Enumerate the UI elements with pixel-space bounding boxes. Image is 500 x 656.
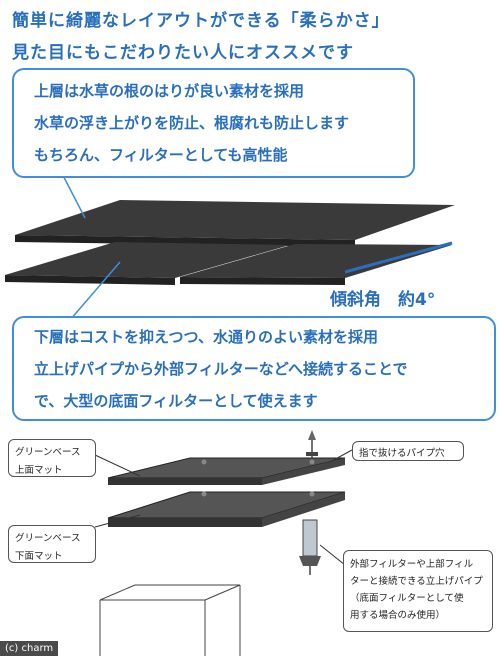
lower-mat-right-edge (180, 277, 345, 285)
slope-indicator (344, 241, 453, 274)
upper-callout-line-1: 上層は水草の根のはりが良い素材を採用 (34, 82, 305, 100)
lower-callout: 下層はコストを抑えつつ、水通りのよい素材を採用 立上げパイプから外部フィルターな… (12, 316, 496, 421)
lower-callout-pointer (69, 261, 121, 321)
label-lower-mat-line-2: 下面マット (15, 551, 63, 562)
label-riser-pipe: 外部フィルターや上部フィル ターと接続できる立上げパイプ （底面フィルターとして… (343, 550, 493, 632)
lower-callout-line-3: で、大型の底面フィルターとして使えます (34, 392, 318, 410)
headline-line-2: 見た目にもこだわりたい人にオススメです (12, 43, 354, 63)
upper-callout: 上層は水草の根のはりが良い素材を採用 水草の浮き上がりを防止、根腐れも防止します… (12, 68, 415, 178)
label-riser-pipe-line-4: 用する場合のみ使用） (350, 610, 446, 621)
upper-callout-line-3: もちろん、フィルターとしても高性能 (34, 146, 288, 164)
label-upper-mat-line-2: 上面マット (15, 465, 63, 476)
lower-mat-left-edge (5, 275, 175, 285)
upper-mat-edge (15, 235, 355, 247)
tank-outline (99, 584, 240, 601)
riser-pipe (302, 519, 318, 557)
angle-label: 傾斜角 約4° (330, 290, 436, 310)
lower-mat-left-top (5, 242, 290, 278)
label-pipe-hole-text: 指で抜けるパイプ穴 (359, 448, 445, 459)
label-lower-mat: グリーンベース 下面マット (8, 525, 96, 563)
upper-mat-top (15, 200, 455, 240)
lower-callout-line-2: 立上げパイプから外部フィルターなどへ接続することで (34, 360, 408, 378)
label-upper-mat-line-1: グリーンベース (15, 447, 81, 458)
copyright-credit: (c) charm (0, 641, 59, 656)
lower-callout-line-1: 下層はコストを抑えつつ、水通りのよい素材を採用 (34, 328, 378, 346)
label-lower-mat-line-1: グリーンベース (15, 533, 81, 544)
label-riser-pipe-line-3: （底面フィルターとして使 (350, 593, 464, 604)
lower-mat-right-top (180, 244, 452, 278)
upper-callout-line-2: 水草の浮き上がりを防止、根腐れも防止します (34, 114, 350, 132)
headline-line-1: 簡単に綺麗なレイアウトができる「柔らかさ」 (12, 11, 390, 31)
label-riser-pipe-line-2: ターと接続できる立上げパイプ (350, 576, 483, 587)
label-upper-mat: グリーンベース 上面マット (8, 439, 96, 477)
label-riser-pipe-line-1: 外部フィルターや上部フィル (350, 559, 474, 570)
label-pipe-hole: 指で抜けるパイプ穴 (352, 441, 464, 461)
